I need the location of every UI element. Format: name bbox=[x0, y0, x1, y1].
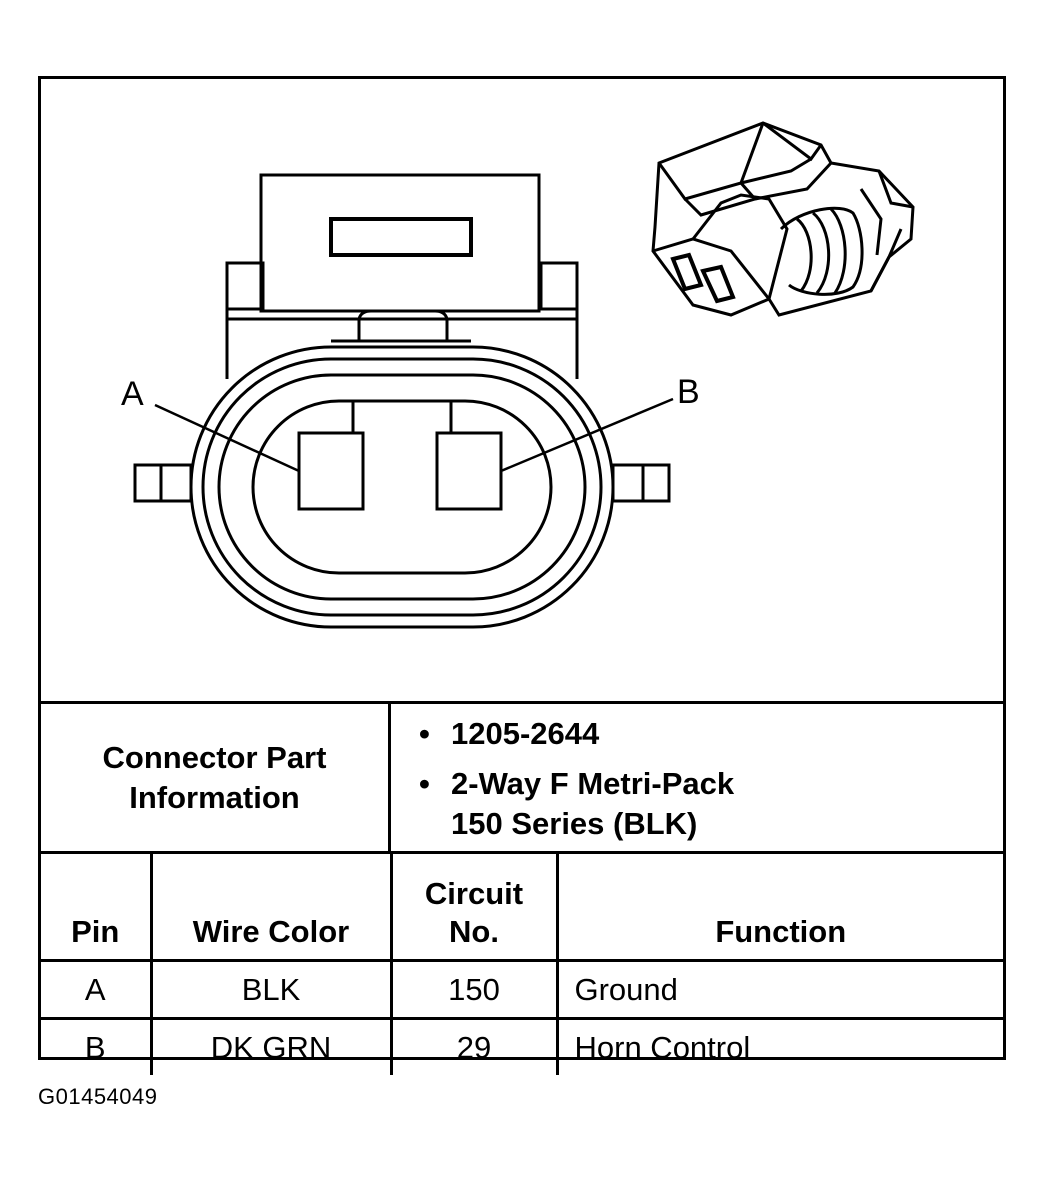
row-a-wire-color: BLK bbox=[149, 959, 393, 1020]
bullet-dot: • bbox=[419, 766, 430, 801]
part-info-list: • 1205-2644 • 2-Way F Metri-Pack 150 Ser… bbox=[391, 704, 1003, 851]
table-row: A BLK 150 Ground bbox=[41, 959, 1003, 1020]
part-info-label: Connector Part Information bbox=[41, 704, 391, 851]
pin-label-b: B bbox=[677, 373, 700, 411]
header-pin: Pin bbox=[41, 854, 153, 962]
part-info-label-line-2: Information bbox=[129, 779, 300, 815]
latch-window bbox=[329, 217, 473, 257]
connector-isometric-view bbox=[651, 121, 915, 317]
row-b-pin: B bbox=[41, 1017, 153, 1075]
row-a-function: Ground bbox=[555, 959, 1003, 1020]
part-number: 1205-2644 bbox=[451, 716, 600, 751]
connector-figure: A B Connector Part Information • 1205-26… bbox=[38, 76, 1006, 1075]
part-description-line-1: 2-Way F Metri-Pack bbox=[451, 766, 735, 801]
table-header-row: Pin Wire Color Circuit No. Function bbox=[41, 854, 1003, 962]
header-wire-color: Wire Color bbox=[149, 854, 393, 962]
row-a-pin: A bbox=[41, 959, 153, 1020]
header-function: Function bbox=[555, 854, 1003, 962]
header-circuit-no-line-2: No. bbox=[449, 914, 499, 949]
part-description-item: • 2-Way F Metri-Pack 150 Series (BLK) bbox=[419, 764, 735, 844]
header-circuit-no-line-1: Circuit bbox=[424, 876, 524, 911]
leader-line-a bbox=[154, 403, 300, 473]
header-circuit-no: Circuit No. bbox=[389, 854, 559, 962]
part-info-label-line-1: Connector Part bbox=[102, 739, 327, 775]
pin-label-a: A bbox=[121, 375, 144, 413]
part-description-line-2: 150 Series (BLK) bbox=[451, 806, 698, 841]
right-stud bbox=[611, 463, 671, 503]
connector-latch bbox=[259, 173, 541, 313]
housing-sides bbox=[225, 263, 579, 379]
inner-cavity bbox=[251, 399, 553, 575]
connector-face-drawing bbox=[133, 121, 915, 629]
pin-table: Pin Wire Color Circuit No. Function A BL… bbox=[41, 851, 1003, 1075]
part-number-item: • 1205-2644 bbox=[419, 714, 600, 754]
row-b-circuit-no: 29 bbox=[389, 1017, 559, 1075]
left-ear bbox=[225, 261, 265, 311]
row-a-circuit-no: 150 bbox=[389, 959, 559, 1020]
row-b-wire-color: DK GRN bbox=[149, 1017, 393, 1075]
leader-line-b bbox=[500, 397, 674, 473]
left-stud bbox=[133, 463, 193, 503]
table-row: B DK GRN 29 Horn Control bbox=[41, 1017, 1003, 1075]
seal-ring bbox=[217, 373, 587, 601]
bullet-dot: • bbox=[419, 716, 430, 751]
figure-id: G01454049 bbox=[38, 1084, 158, 1109]
pin-table-grid: Pin Wire Color Circuit No. Function A BL… bbox=[41, 854, 1003, 1075]
connector-part-info: Connector Part Information • 1205-2644 •… bbox=[41, 701, 1003, 851]
terminal-a bbox=[297, 431, 365, 511]
row-b-function: Horn Control bbox=[555, 1017, 1003, 1075]
outer-shell-lip bbox=[201, 357, 603, 617]
terminal-b bbox=[435, 431, 503, 511]
connector-drawing-panel: A B bbox=[41, 79, 1003, 701]
right-ear bbox=[539, 261, 579, 311]
key-tab bbox=[357, 309, 449, 341]
